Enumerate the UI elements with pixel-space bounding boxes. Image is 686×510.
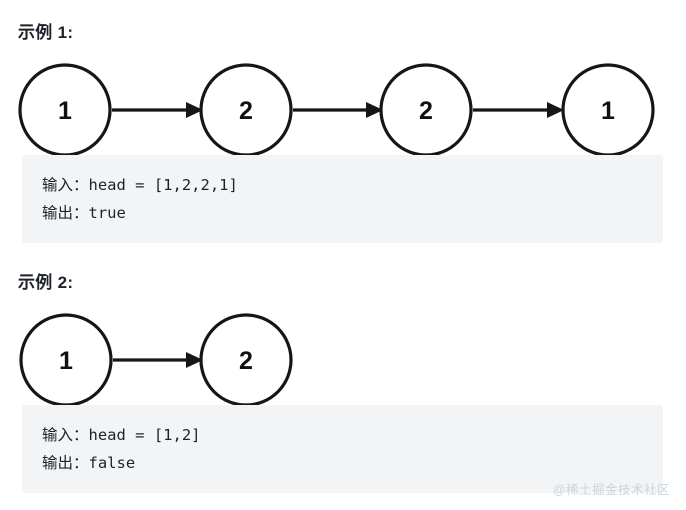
arrow-1 bbox=[113, 352, 203, 368]
example-2-heading: 示例 2: bbox=[18, 273, 74, 292]
linked-list-diagram-example-2: 1 2 bbox=[19, 313, 293, 407]
list-node: 1 bbox=[19, 313, 113, 407]
list-node-label: 2 bbox=[419, 97, 433, 125]
example-2-input-line: 输入：head = [1,2] bbox=[42, 426, 201, 444]
list-node: 2 bbox=[199, 313, 293, 407]
linked-list-diagram-example-1: 1 2 2 1 bbox=[18, 63, 655, 157]
arrow-1 bbox=[112, 102, 203, 118]
example-1-heading: 示例 1: bbox=[18, 23, 74, 42]
example-1-io-block: 输入：head = [1,2,2,1] 输出：true bbox=[22, 155, 663, 243]
list-node-label: 1 bbox=[59, 347, 73, 375]
arrow-2 bbox=[293, 102, 383, 118]
list-node-label: 2 bbox=[239, 347, 253, 375]
example-2-io-block: 输入：head = [1,2] 输出：false bbox=[22, 405, 663, 493]
example-1-input-line: 输入：head = [1,2,2,1] bbox=[42, 176, 238, 194]
list-node: 1 bbox=[18, 63, 112, 157]
list-node: 2 bbox=[199, 63, 293, 157]
example-2-output-line: 输出：false bbox=[42, 454, 136, 472]
list-node-label: 2 bbox=[239, 97, 253, 125]
list-node-label: 1 bbox=[601, 97, 615, 125]
list-node: 2 bbox=[379, 63, 473, 157]
list-node-label: 1 bbox=[58, 97, 72, 125]
arrow-3 bbox=[473, 102, 564, 118]
example-1-output-line: 输出：true bbox=[42, 204, 126, 222]
watermark-text: @稀土掘金技术社区 bbox=[552, 483, 670, 497]
list-node: 1 bbox=[561, 63, 655, 157]
